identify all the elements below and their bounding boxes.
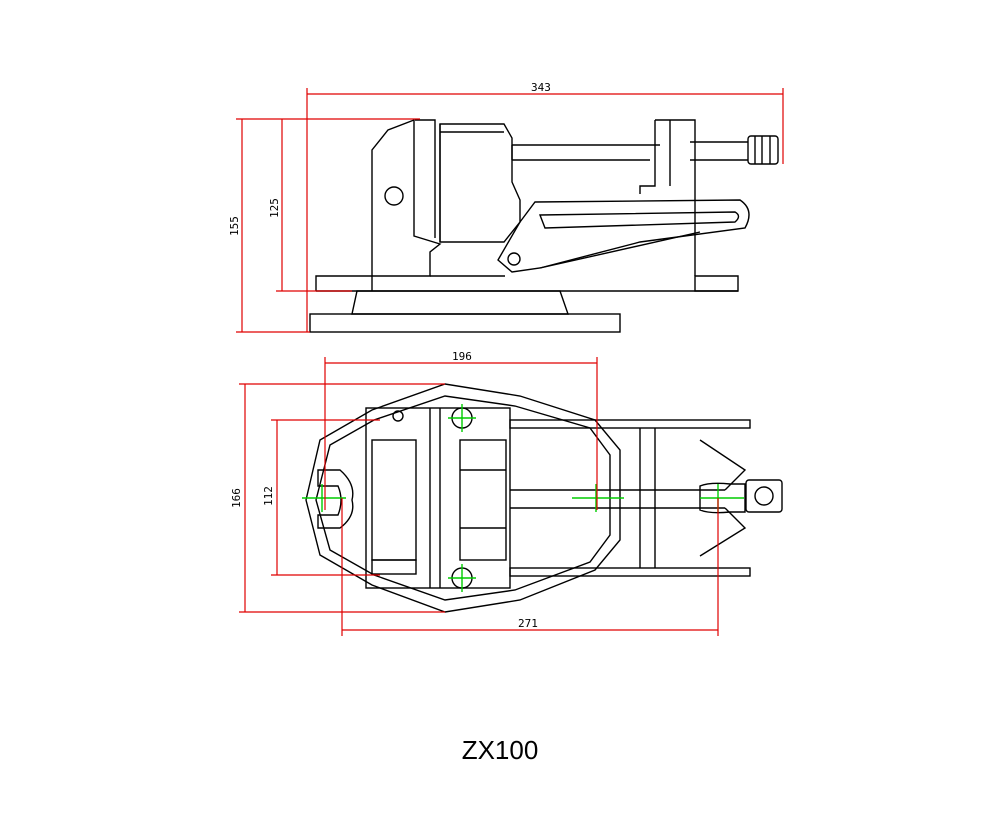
right-slot (699, 482, 746, 514)
side-view-dimensions (236, 88, 784, 333)
dim-overall-length: 343 (531, 81, 551, 94)
dim-jaw-height: 125 (268, 198, 281, 218)
dim-width: 166 (230, 488, 243, 508)
model-caption: ZX100 (461, 735, 539, 765)
left-slot (317, 469, 354, 529)
pivot-hole (384, 186, 404, 206)
screw-housing (509, 419, 751, 429)
right-flange (694, 275, 739, 292)
base-outline (305, 383, 621, 613)
dim-slot-spacing: 271 (518, 617, 538, 630)
lead-screw (512, 144, 660, 161)
centerlines (302, 404, 744, 592)
dim-body-length: 196 (452, 350, 472, 363)
top-view (305, 383, 783, 613)
dim-total-height: 155 (228, 216, 241, 236)
rear-support (639, 119, 696, 276)
top-view-dimensions (239, 357, 719, 636)
side-view (309, 118, 779, 333)
jaw-body (365, 407, 511, 589)
screw-handle (747, 135, 779, 165)
left-flange (315, 275, 373, 291)
vise-body (371, 118, 442, 277)
top-handle (745, 479, 783, 513)
base-plate (309, 313, 621, 333)
fixed-jaw (439, 123, 521, 243)
dim-jaw-width: 112 (262, 486, 275, 506)
clamp-lever (497, 199, 750, 273)
swivel-base (351, 290, 569, 315)
